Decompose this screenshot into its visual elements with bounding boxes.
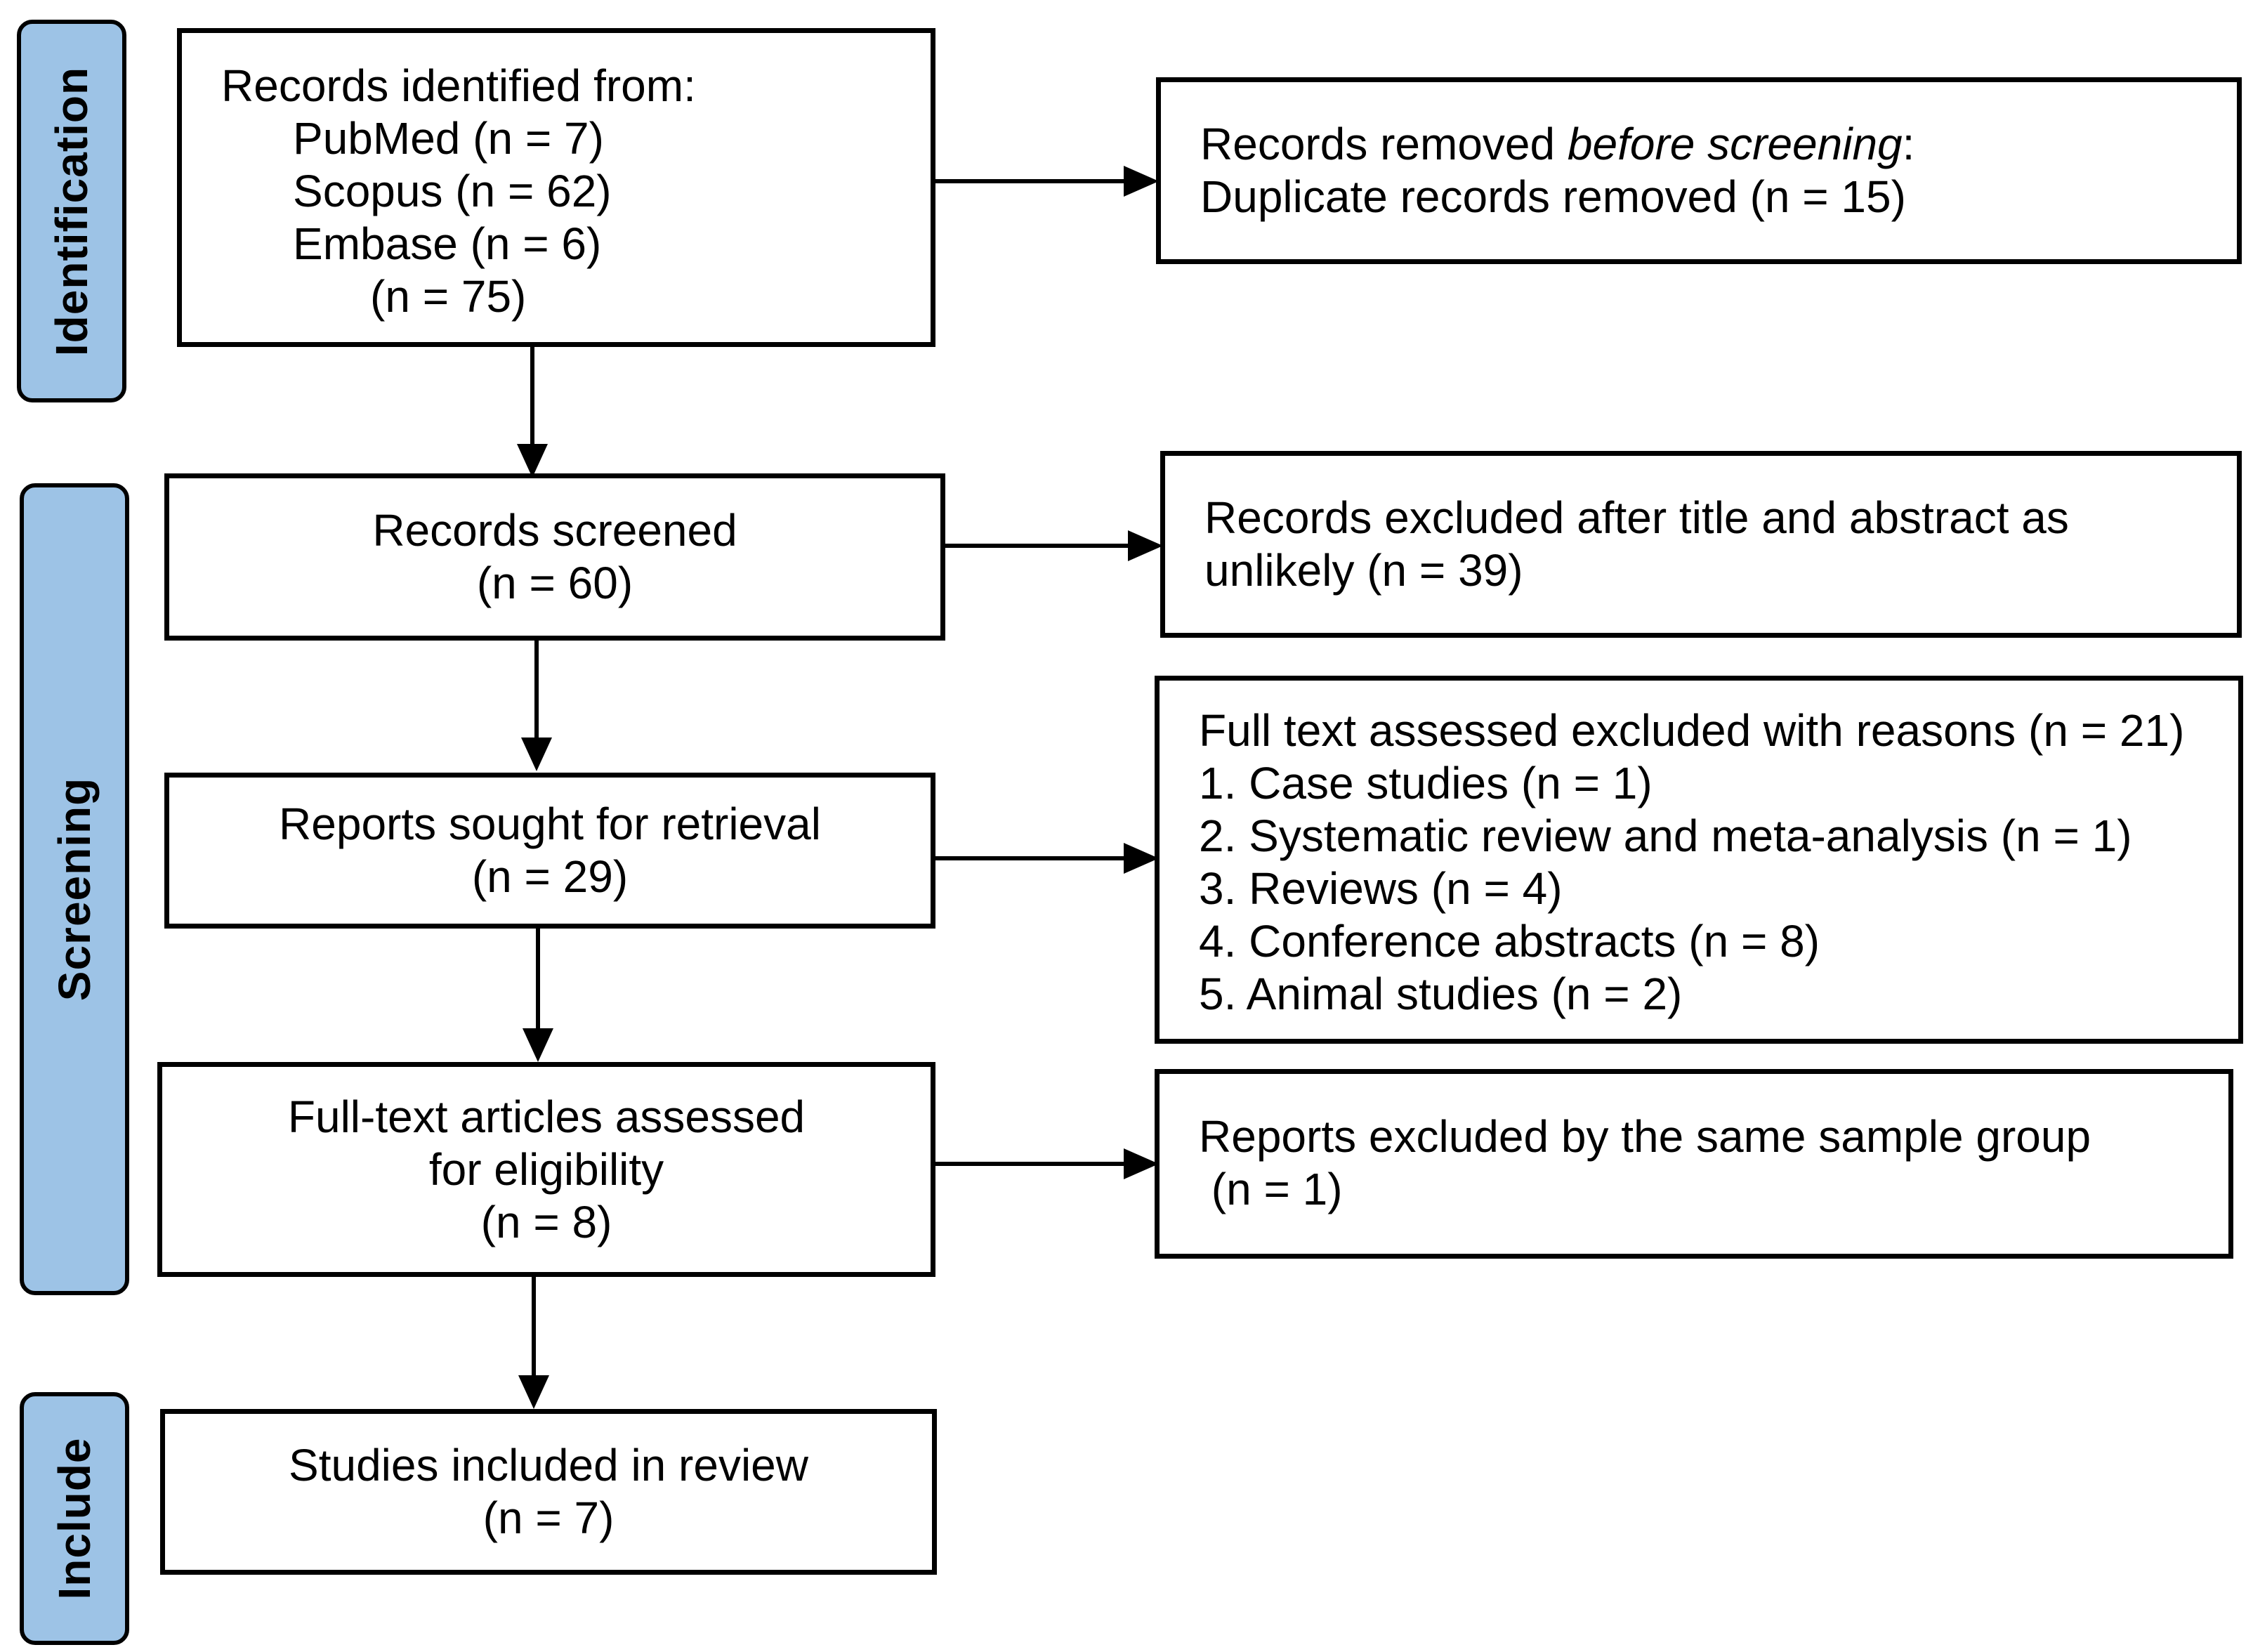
phase-identification: Identification xyxy=(17,20,126,402)
sought-title: Reports sought for retrieval xyxy=(279,799,821,849)
reports-sought-box: Reports sought for retrieval (n = 29) xyxy=(164,773,935,929)
records-identified-box: Records identified from: PubMed (n = 7) … xyxy=(177,28,935,347)
included-count: (n = 7) xyxy=(482,1493,615,1543)
removed-line1: Records removed before screening: xyxy=(1200,118,2237,171)
arrowhead-screened xyxy=(517,444,548,478)
arrowhead-assessed xyxy=(523,1028,553,1062)
records-removed-box: Records removed before screening: Duplic… xyxy=(1156,77,2242,264)
arrowhead-excluded xyxy=(1128,530,1163,561)
removed-suffix: : xyxy=(1902,119,1915,169)
excluded-line1: Records excluded after title and abstrac… xyxy=(1204,492,2069,543)
included-title: Studies included in review xyxy=(289,1440,808,1490)
removed-prefix: Records removed xyxy=(1200,119,1568,169)
identified-total: (n = 75) xyxy=(370,271,527,322)
records-screened-box: Records screened (n = 60) xyxy=(164,473,945,641)
arrowhead-fulltext-excluded xyxy=(1124,843,1159,874)
arrowhead-same-sample xyxy=(1124,1148,1159,1179)
identified-scopus: Scopus (n = 62) xyxy=(293,166,612,216)
phase-include: Include xyxy=(20,1392,129,1645)
identified-heading: Records identified from: xyxy=(221,60,696,111)
screened-count: (n = 60) xyxy=(476,558,633,608)
screened-title: Records screened xyxy=(372,505,737,556)
assessed-line1: Full-text articles assessed xyxy=(287,1091,806,1142)
assessed-count: (n = 8) xyxy=(480,1196,612,1247)
assessed-line2: for eligibility xyxy=(428,1143,664,1195)
removed-italic: before screening xyxy=(1567,119,1903,169)
reason-item: 4. Conference abstracts (n = 8) xyxy=(1199,916,1820,966)
identified-pubmed: PubMed (n = 7) xyxy=(293,113,604,164)
fulltext-excluded-heading: Full text assessed excluded with reasons… xyxy=(1199,705,2185,756)
identified-embase: Embase (n = 6) xyxy=(293,218,602,269)
arrowhead-removed xyxy=(1124,166,1159,197)
arrowhead-sought xyxy=(521,738,552,771)
phase-screening: Screening xyxy=(20,483,129,1295)
arrowhead-included xyxy=(518,1375,549,1409)
sought-count: (n = 29) xyxy=(471,851,629,902)
fulltext-assessed-box: Full-text articles assessed for eligibil… xyxy=(157,1062,935,1277)
reason-item: 1. Case studies (n = 1) xyxy=(1199,758,1653,808)
removed-line2: Duplicate records removed (n = 15) xyxy=(1200,171,1906,222)
same-sample-line1: Reports excluded by the same sample grou… xyxy=(1199,1111,2091,1162)
reason-item: 3. Reviews (n = 4) xyxy=(1199,863,1563,914)
reason-item: 5. Animal studies (n = 2) xyxy=(1199,969,1683,1019)
reason-item: 2. Systematic review and meta-analysis (… xyxy=(1199,811,2132,861)
fulltext-excluded-box: Full text assessed excluded with reasons… xyxy=(1155,676,2243,1044)
excluded-line2: unlikely (n = 39) xyxy=(1204,545,1523,596)
same-sample-line2: (n = 1) xyxy=(1199,1164,1343,1214)
studies-included-box: Studies included in review (n = 7) xyxy=(160,1409,937,1575)
records-excluded-box: Records excluded after title and abstrac… xyxy=(1160,451,2242,638)
same-sample-box: Reports excluded by the same sample grou… xyxy=(1155,1069,2233,1259)
